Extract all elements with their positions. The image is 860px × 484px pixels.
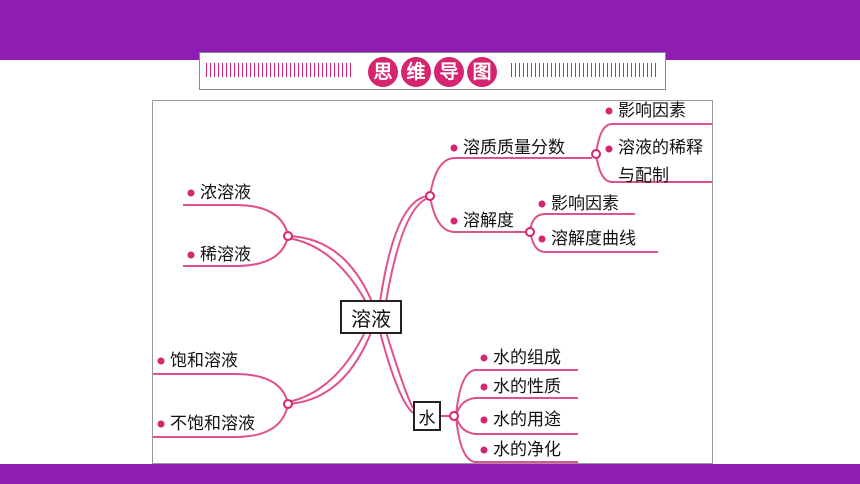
- bracket-right-upper: [429, 157, 592, 197]
- label-yingxiang-1: 影响因素: [618, 101, 686, 121]
- banner-title: 思 维 导 图: [200, 57, 665, 87]
- bullet-quxian: [538, 235, 546, 243]
- node-water: [449, 411, 459, 421]
- label-shui-yongtu: 水的用途: [493, 410, 561, 430]
- water-node-label: 水: [418, 408, 436, 429]
- node-left-upper: [283, 231, 293, 241]
- mind-map-title-banner: 思 维 导 图: [199, 52, 666, 90]
- bracket-mass-fraction-lower: [595, 153, 712, 183]
- connector-center-left-upper: [287, 235, 373, 303]
- bullet-yongtu: [480, 416, 488, 424]
- bullet-baohe: [157, 357, 165, 365]
- bottom-banner-bar: [0, 464, 860, 484]
- connector-center-right-upper-2: [385, 197, 429, 303]
- bullet-zucheng: [480, 354, 488, 362]
- label-shui-jinghua: 水的净化: [493, 440, 561, 460]
- node-right-upper: [425, 191, 435, 201]
- center-node-box: 溶液: [340, 300, 402, 334]
- bracket-left-upper: [183, 204, 289, 237]
- label-xi: 稀溶液: [200, 245, 251, 265]
- title-char-1: 思: [368, 57, 398, 87]
- bullet-xingzhi: [480, 383, 488, 391]
- connector-center-left-lower: [287, 329, 373, 405]
- bullet-jinghua: [480, 446, 488, 454]
- bullet-yingxiang-1: [605, 107, 613, 115]
- top-banner-bar: [0, 0, 860, 60]
- title-char-2: 维: [401, 57, 431, 87]
- left-hatch-decoration: [206, 63, 354, 77]
- bullet-zhiliang: [450, 144, 458, 152]
- node-left-lower: [283, 399, 293, 409]
- bracket-water-4: [455, 415, 578, 463]
- bracket-right-upper-lower: [429, 195, 526, 233]
- bracket-solubility: [529, 213, 635, 231]
- label-bubaohe: 不饱和溶液: [170, 414, 255, 434]
- connector-center-right-upper: [379, 195, 429, 303]
- label-xishi-peizhi: 溶液的稀释与配制: [618, 138, 703, 186]
- bullet-xishi: [605, 145, 613, 153]
- label-shui-xingzhi: 水的性质: [493, 377, 561, 397]
- node-solubility: [525, 227, 535, 237]
- bracket-left-lower-lower: [153, 403, 289, 438]
- label-shui-zucheng: 水的组成: [493, 348, 561, 368]
- connector-center-water: [379, 331, 414, 414]
- label-yingxiang-2: 影响因素: [551, 194, 619, 214]
- bullet-yingxiang-2: [538, 200, 546, 208]
- bracket-mass-fraction: [595, 123, 712, 155]
- title-char-4: 图: [467, 57, 497, 87]
- label-baohe: 饱和溶液: [170, 351, 238, 371]
- connector-center-left-lower-2: [287, 329, 367, 403]
- bullet-rongjiedu: [450, 217, 458, 225]
- bullet-xi: [187, 251, 195, 259]
- label-nong: 浓溶液: [200, 183, 251, 203]
- water-node-box: 水: [413, 401, 441, 431]
- bullet-nong: [187, 189, 195, 197]
- title-char-3: 导: [434, 57, 464, 87]
- bracket-left-lower: [153, 373, 289, 405]
- label-zhiliang-fenshu: 溶质质量分数: [463, 138, 565, 158]
- bracket-water-1: [455, 369, 578, 417]
- node-mass-fraction: [591, 149, 601, 159]
- bracket-left-upper-lower: [183, 235, 289, 267]
- center-node-label: 溶液: [351, 306, 391, 331]
- connector-center-left-upper-2: [287, 237, 367, 303]
- label-rongjiedu: 溶解度: [463, 211, 514, 231]
- connector-center-water-2: [385, 331, 414, 409]
- label-quxian: 溶解度曲线: [551, 229, 636, 249]
- bullet-bubaohe: [157, 420, 165, 428]
- right-hatch-decoration: [511, 63, 659, 77]
